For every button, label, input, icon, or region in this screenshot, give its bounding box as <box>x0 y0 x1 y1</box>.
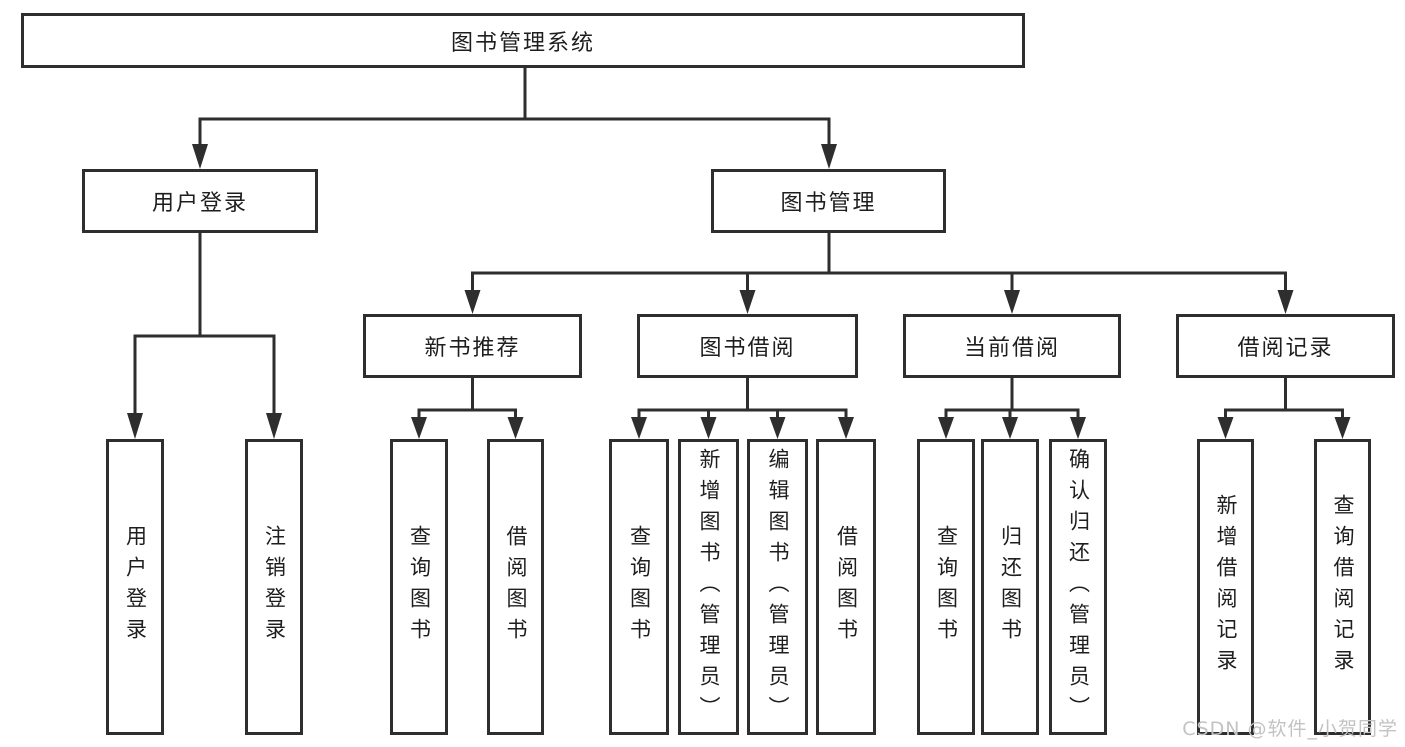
node-cb-confirm-return-admin: 确认归还（管理员） <box>1049 439 1107 735</box>
node-login: 用户登录 <box>106 439 164 735</box>
node-new-book-recommend: 新书推荐 <box>363 314 582 378</box>
node-borrow-records: 借阅记录 <box>1176 314 1395 378</box>
node-bb-borrow-books: 借阅图书 <box>816 439 876 735</box>
connector-book-borrow <box>631 378 854 439</box>
node-nbr-borrow-books: 借阅图书 <box>487 439 544 735</box>
node-nbr-query-books: 查询图书 <box>390 439 448 735</box>
node-br-add-record: 新增借阅记录 <box>1197 439 1254 735</box>
node-root: 图书管理系统 <box>21 13 1025 68</box>
node-book-borrow: 图书借阅 <box>637 314 858 378</box>
connector-new-book-recommend <box>411 378 524 439</box>
node-br-query-record: 查询借阅记录 <box>1314 439 1371 735</box>
node-cb-query-books: 查询图书 <box>917 439 975 735</box>
connector-user-login <box>127 233 282 439</box>
node-book-mgmt: 图书管理 <box>711 169 946 233</box>
connector-borrow-records <box>1217 378 1351 439</box>
node-current-borrow: 当前借阅 <box>903 314 1121 378</box>
node-bb-query-books: 查询图书 <box>609 439 669 735</box>
node-bb-edit-books-admin: 编辑图书（管理员） <box>747 439 808 735</box>
csdn-watermark: CSDN @软件_小贺同学 <box>1182 718 1398 740</box>
node-logout: 注销登录 <box>245 439 303 735</box>
node-bb-add-books-admin: 新增图书（管理员） <box>678 439 739 735</box>
connector-current-borrow <box>938 378 1086 439</box>
connector-root <box>192 68 837 169</box>
node-cb-return-books: 归还图书 <box>981 439 1039 735</box>
node-user-login: 用户登录 <box>82 169 318 233</box>
connector-book-mgmt <box>464 233 1294 314</box>
